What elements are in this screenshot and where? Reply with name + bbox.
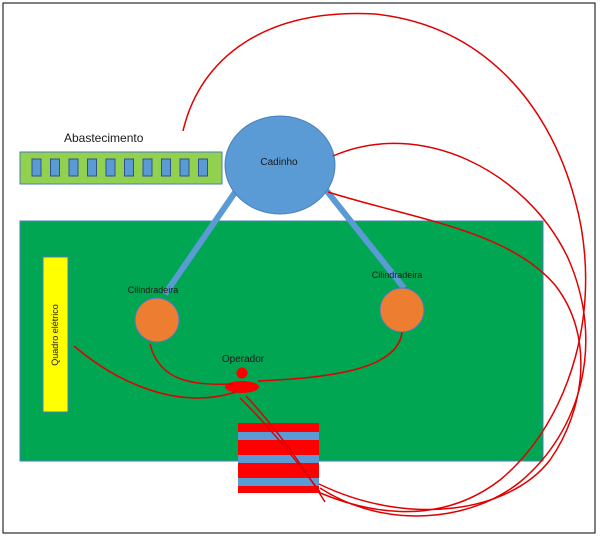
supply-bar [19, 151, 223, 185]
feed-tube-left [162, 186, 241, 296]
cylinder-left [134, 297, 180, 343]
cylinder-right [379, 287, 425, 333]
crucible [224, 115, 336, 215]
cables [73, 12, 587, 517]
electrical-panel [42, 256, 69, 413]
supply-slot [87, 158, 97, 177]
supply-slot [50, 158, 60, 177]
supply-slot [68, 158, 79, 177]
cable-loop-mid [319, 142, 587, 517]
operator-label: Operador [222, 354, 265, 365]
supply-label: Abastecimento [64, 131, 144, 145]
supply-slot [124, 158, 134, 177]
panel-label: Quadro elétrico [50, 304, 60, 366]
cable-panel-operator [73, 345, 237, 399]
supply-slot [198, 158, 208, 177]
cable-loop-inner [318, 191, 582, 511]
feed-tube-right [323, 188, 407, 290]
cable-loop-outer [182, 12, 587, 513]
supply-slot [142, 158, 153, 177]
cylinder-left-label: Cilindradeira [128, 285, 179, 295]
cable-cylinder-left-operator [149, 343, 236, 385]
supply-slot [179, 158, 190, 177]
supply-slot [105, 158, 116, 177]
supply-slot [31, 158, 42, 177]
cable-operator-stack-2 [245, 395, 326, 503]
supply-slots [31, 158, 208, 177]
cylinder-right-label: Cilindradeira [372, 270, 423, 280]
factory-floor [19, 220, 544, 462]
crucible-label: Cadinho [260, 157, 298, 168]
supply-slot [161, 158, 171, 177]
cable-cylinder-right-operator [257, 331, 403, 382]
